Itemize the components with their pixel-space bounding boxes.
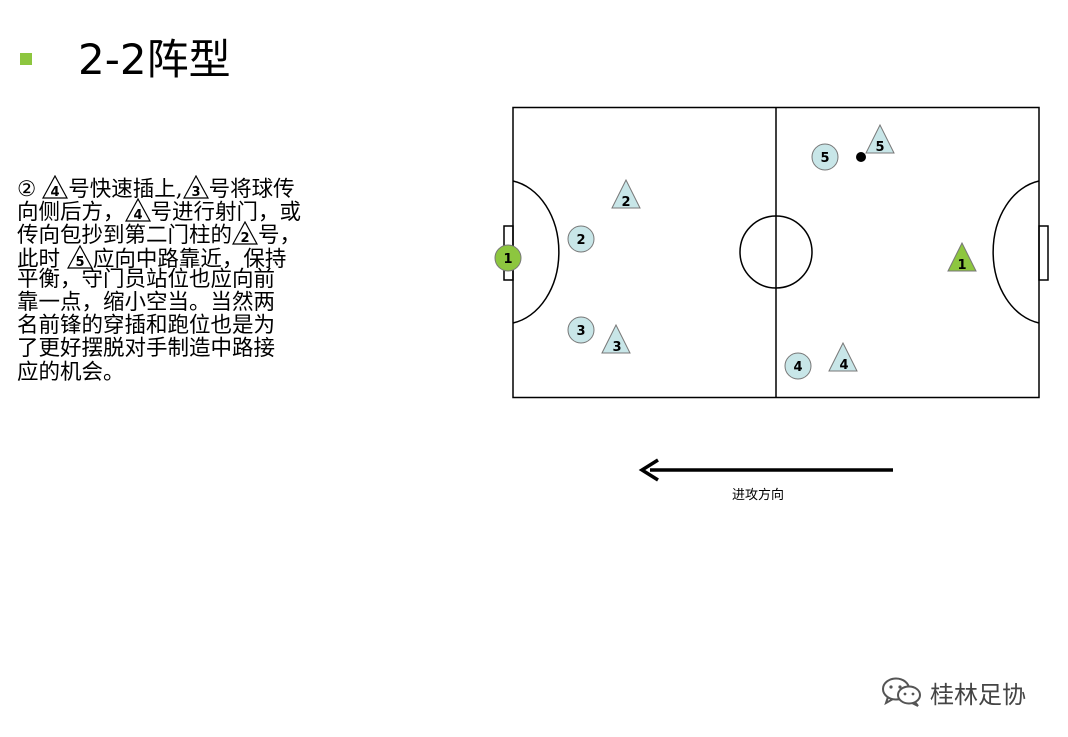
description-line: 平衡，守门员站位也应向前 [17,268,377,291]
inline-triangle-label: 3 [191,185,200,199]
player-triangle-3: 3 [601,323,631,355]
description-text-run: 号快速插上, [68,177,183,202]
attack-direction-label: 进攻方向 [732,488,785,503]
player-circle-5: 5 [811,143,839,171]
description-text-run: 靠一点，缩小空当。当然两 [17,289,276,315]
player-triangle-4: 4 [828,341,858,373]
player-triangle-2: 2 [611,178,641,210]
player-triangle-label: 3 [612,340,621,355]
player-circle-2: 2 [567,225,595,253]
inline-triangle-marker: 4 [124,198,151,222]
description-line: 了更好摆脱对手制造中路接 [17,337,377,360]
player-circle-3: 3 [567,316,595,344]
inline-triangle-label: 4 [133,208,142,222]
player-circle-label: 1 [503,252,512,267]
player-triangle-label: 4 [839,358,848,373]
player-circle-1: 1 [494,244,522,272]
player-triangle-label: 5 [875,140,884,155]
inline-triangle-label: 4 [51,185,60,199]
description-text-run: 向侧后方， [17,200,125,226]
description-line: 名前锋的穿插和跑位也是为 [17,314,377,337]
wechat-icon [882,677,921,707]
watermark-text: 桂林足协 [930,680,1026,709]
description-line: 应的机会。 [17,359,377,385]
player-circle-4: 4 [784,352,812,380]
player-triangle-label: 2 [621,195,630,210]
player-circle-label: 5 [820,151,829,166]
description-text-run: 传向包抄到第二门柱的 [17,223,233,249]
description-text-run: 平衡，守门员站位也应向前 [17,266,276,292]
left-penalty-arc [512,180,560,324]
slide-bullet [20,53,32,65]
description-text-run: 名前锋的穿插和跑位也是为 [17,313,276,339]
description-line: 此时 5 应向中路靠近，保持 [17,244,377,271]
attack-direction-arrow [638,458,893,482]
player-triangle-label: 1 [957,258,966,273]
description-text-run: 号， [258,223,302,249]
player-triangle-5: 5 [865,123,895,155]
description-line: 传向包抄到第二门柱的 2 号， [17,221,377,247]
description-text-run: 号将球传 [208,177,295,202]
circled-number: ② [17,177,37,202]
player-circle-label: 3 [576,324,585,339]
player-circle-label: 4 [793,360,802,375]
inline-triangle-marker: 3 [182,175,209,199]
player-triangle-1: 1 [947,241,977,273]
slide-title: 2-2阵型 [78,35,231,84]
inline-triangle-label: 5 [75,255,84,269]
inline-triangle-marker: 4 [42,175,69,199]
ball [856,152,866,162]
inline-triangle-marker: 5 [66,244,93,269]
watermark: 桂林足协 [880,674,1026,710]
description-line: 靠一点，缩小空当。当然两 [17,291,377,314]
description-text-run: 了更好摆脱对手制造中路接 [17,336,276,362]
right-penalty-arc [992,180,1040,324]
description-line: 向侧后方， 4 号进行射门，或 [17,198,377,224]
inline-triangle-marker: 2 [232,221,259,245]
description-text-run: 应向中路靠近，保持 [92,246,287,272]
player-circle-label: 2 [576,233,585,248]
description-text-run: 此时 [17,246,67,272]
right-goal [1038,225,1049,281]
description-text-run: 应的机会。 [17,359,125,385]
description-text-run: 号进行射门，或 [150,200,302,226]
center-circle [739,215,813,289]
inline-triangle-label: 2 [240,231,249,245]
